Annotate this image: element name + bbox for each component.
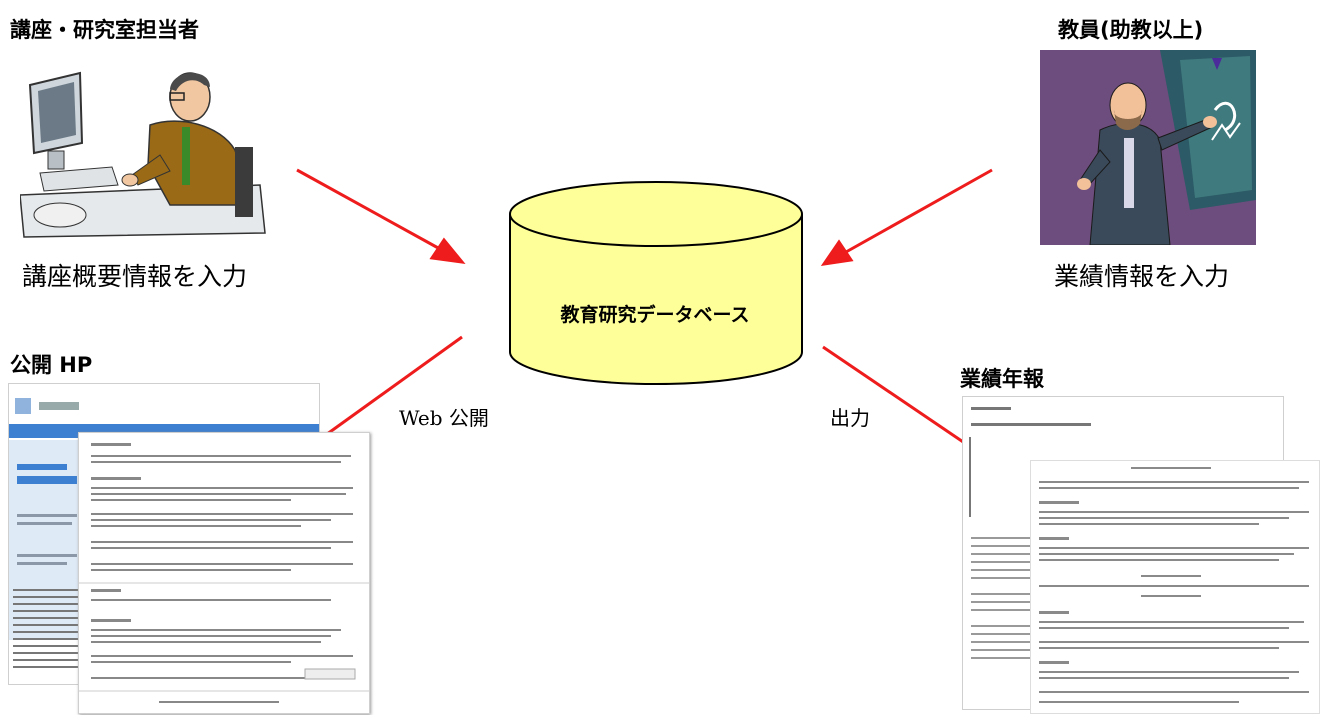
output-label: 出力 [830, 406, 870, 430]
database-cylinder [509, 181, 803, 385]
public-homepage-screenshot-front [78, 432, 370, 714]
arrow-faculty-to-db [845, 168, 993, 254]
office-worker-at-computer-icon [19, 55, 270, 245]
arrow-staff-to-db [296, 168, 441, 251]
arrow-faculty-to-db-head [820, 239, 854, 266]
arrow-db-to-report [822, 345, 976, 452]
arrow-db-to-hp [315, 335, 463, 444]
annual-report-heading: 業績年報 [960, 367, 1044, 391]
web-publish-label: Web 公開 [399, 406, 489, 430]
lecturer-at-blackboard-icon [1040, 50, 1256, 246]
annual-report-page-front [1030, 460, 1320, 714]
database-label: 教育研究データベース [560, 304, 750, 326]
staff-heading: 講座・研究室担当者 [10, 18, 199, 42]
faculty-heading: 教員(助教以上) [1058, 18, 1204, 42]
staff-caption: 講座概要情報を入力 [22, 262, 248, 291]
arrow-staff-to-db-head [429, 237, 466, 264]
public-hp-heading: 公開 HP [10, 353, 93, 377]
faculty-caption: 業績情報を入力 [1054, 262, 1230, 291]
